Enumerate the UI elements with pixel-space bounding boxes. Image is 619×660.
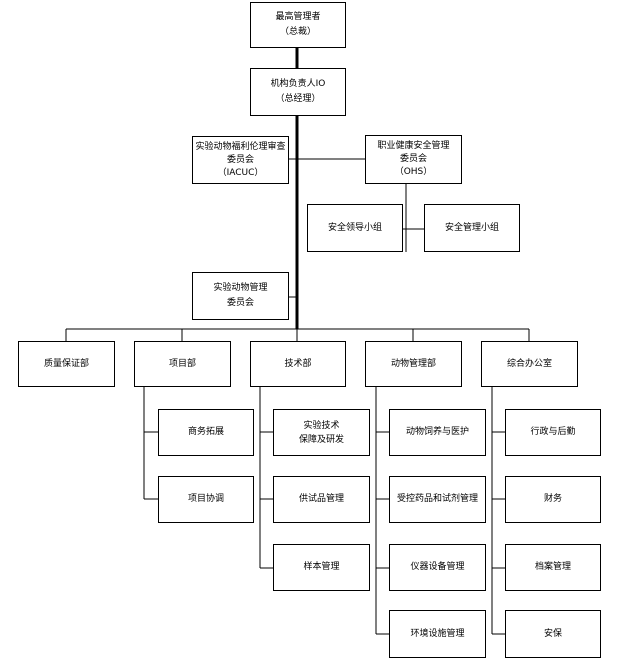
department-label: 综合办公室 — [506, 358, 552, 369]
lab-animal-committee-box: 实验动物管理 委员会 — [192, 272, 289, 320]
unit-archive-management: 档案管理 — [505, 544, 601, 591]
ohs-box: 职业健康安全管理 委员会 （OHS） — [365, 135, 462, 184]
unit-label: 供试品管理 — [298, 494, 344, 504]
iacuc-line1: 实验动物福利伦理审查 — [195, 141, 286, 152]
unit-label: 样本管理 — [303, 562, 340, 572]
unit-administration-logistics: 行政与后勤 — [505, 409, 601, 456]
unit-label: 安保 — [543, 628, 562, 639]
facility-head-box: 机构负责人IO （总经理） — [250, 68, 346, 116]
unit-label: 项目协调 — [187, 494, 224, 504]
department-quality-assurance: 质量保证部 — [18, 341, 115, 387]
unit-finance: 财务 — [505, 476, 601, 523]
unit-controlled-drugs-reagents: 受控药品和试剂管理 — [389, 476, 486, 523]
unit-label-line1: 实验技术 — [303, 420, 340, 431]
unit-business-development: 商务拓展 — [158, 409, 254, 456]
director-subtitle: （总裁） — [279, 27, 316, 37]
unit-label: 档案管理 — [534, 562, 571, 572]
lab-animal-committee-line2: 委员会 — [226, 298, 254, 308]
unit-label: 财务 — [543, 494, 562, 504]
unit-test-article-management: 供试品管理 — [273, 476, 370, 523]
department-technical: 技术部 — [250, 341, 346, 387]
unit-environment-facility-management: 环境设施管理 — [389, 610, 486, 658]
unit-instrument-management: 仪器设备管理 — [389, 544, 486, 591]
unit-label: 商务拓展 — [187, 427, 224, 437]
department-label: 动物管理部 — [390, 358, 436, 369]
unit-label: 仪器设备管理 — [410, 562, 465, 572]
facility-head-title: 机构负责人IO — [270, 79, 326, 89]
safety-leadership-group-label: 安全领导小组 — [327, 222, 382, 233]
department-project: 项目部 — [134, 341, 231, 387]
director-box: 最高管理者 （总裁） — [250, 2, 346, 48]
department-label: 质量保证部 — [43, 358, 89, 369]
ohs-line1: 职业健康安全管理 — [377, 141, 450, 151]
facility-head-subtitle: （总经理） — [275, 94, 321, 104]
iacuc-line3: （IACUC） — [217, 167, 264, 178]
unit-label-line2: 保障及研发 — [298, 434, 344, 445]
unit-label: 环境设施管理 — [410, 628, 465, 639]
iacuc-box: 实验动物福利伦理审查 委员会 （IACUC） — [192, 136, 289, 184]
director-title: 最高管理者 — [275, 12, 321, 22]
iacuc-line2: 委员会 — [226, 154, 254, 165]
safety-management-group-box: 安全管理小组 — [424, 204, 520, 252]
safety-management-group-label: 安全管理小组 — [444, 222, 499, 233]
unit-label: 动物饲养与医护 — [405, 427, 469, 437]
unit-animal-husbandry-care: 动物饲养与医护 — [389, 409, 486, 456]
unit-label: 行政与后勤 — [530, 427, 576, 437]
unit-sample-management: 样本管理 — [273, 544, 370, 591]
department-label: 技术部 — [284, 358, 312, 369]
ohs-line2: 委员会 — [399, 154, 427, 164]
department-label: 项目部 — [168, 358, 196, 369]
unit-project-coordination: 项目协调 — [158, 476, 254, 523]
unit-security: 安保 — [505, 610, 601, 658]
ohs-line3: （OHS） — [394, 167, 433, 177]
unit-label: 受控药品和试剂管理 — [396, 494, 478, 504]
lab-animal-committee-line1: 实验动物管理 — [213, 283, 268, 293]
safety-leadership-group-box: 安全领导小组 — [307, 204, 403, 252]
department-animal-management: 动物管理部 — [365, 341, 462, 387]
unit-experimental-tech-support: 实验技术 保障及研发 — [273, 409, 370, 456]
department-general-office: 综合办公室 — [481, 341, 578, 387]
